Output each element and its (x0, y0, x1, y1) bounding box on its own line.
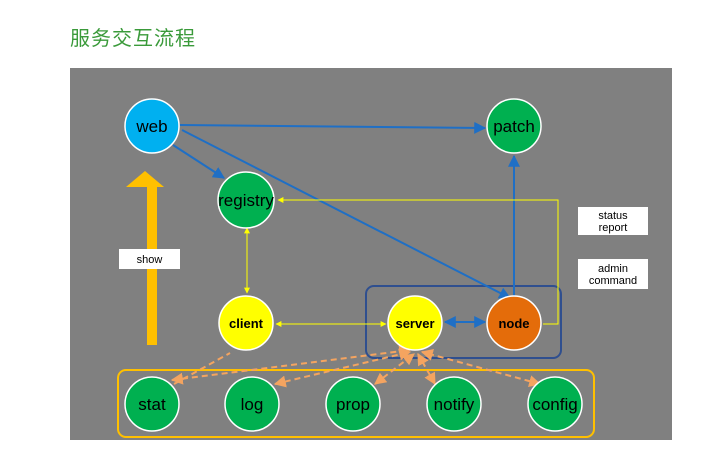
service-interaction-diagram: show status report admin command web pat… (70, 68, 672, 440)
node-server[interactable]: server (387, 295, 443, 351)
node-stat-label: stat (138, 395, 166, 414)
arrow-web-to-node (181, 129, 512, 299)
admin-command-line2: command (589, 275, 637, 287)
node-log[interactable]: log (224, 376, 280, 432)
node-notify-label: notify (434, 395, 475, 414)
node-web-label: web (135, 117, 167, 136)
node-web[interactable]: web (124, 98, 180, 154)
node-notify[interactable]: notify (426, 376, 482, 432)
node-patch[interactable]: patch (486, 98, 542, 154)
status-report-line1: status (598, 210, 628, 222)
arrow-web-to-patch (179, 121, 487, 134)
node-client[interactable]: client (218, 295, 274, 351)
arrow-web-to-registry (172, 144, 226, 179)
status-report-box (578, 207, 648, 235)
status-report-line2: report (599, 222, 628, 234)
show-label: show (137, 254, 163, 266)
node-stat[interactable]: stat (124, 376, 180, 432)
node-log-label: log (241, 395, 264, 414)
show-label-box (119, 249, 180, 269)
node-patch-label: patch (493, 117, 535, 136)
arrow-node-to-registry-status (277, 197, 559, 325)
node-node-label: node (498, 316, 529, 331)
diagram-canvas: show status report admin command web pat… (70, 68, 672, 440)
node-prop[interactable]: prop (325, 376, 381, 432)
arrow-config-server (420, 349, 542, 387)
node-config-label: config (532, 395, 577, 414)
node-node[interactable]: node (486, 295, 542, 351)
node-server-label: server (395, 316, 434, 331)
node-client-label: client (229, 316, 264, 331)
node-prop-label: prop (336, 395, 370, 414)
page-title: 服务交互流程 (70, 26, 196, 50)
admin-command-line1: admin (598, 263, 628, 275)
arrow-prop-server (374, 353, 415, 385)
node-registry[interactable]: registry (217, 171, 275, 229)
admin-command-box (578, 259, 648, 289)
node-registry-label: registry (218, 191, 274, 210)
show-arrow (126, 171, 164, 345)
arrow-stat-client (173, 352, 231, 385)
node-config[interactable]: config (527, 376, 583, 432)
